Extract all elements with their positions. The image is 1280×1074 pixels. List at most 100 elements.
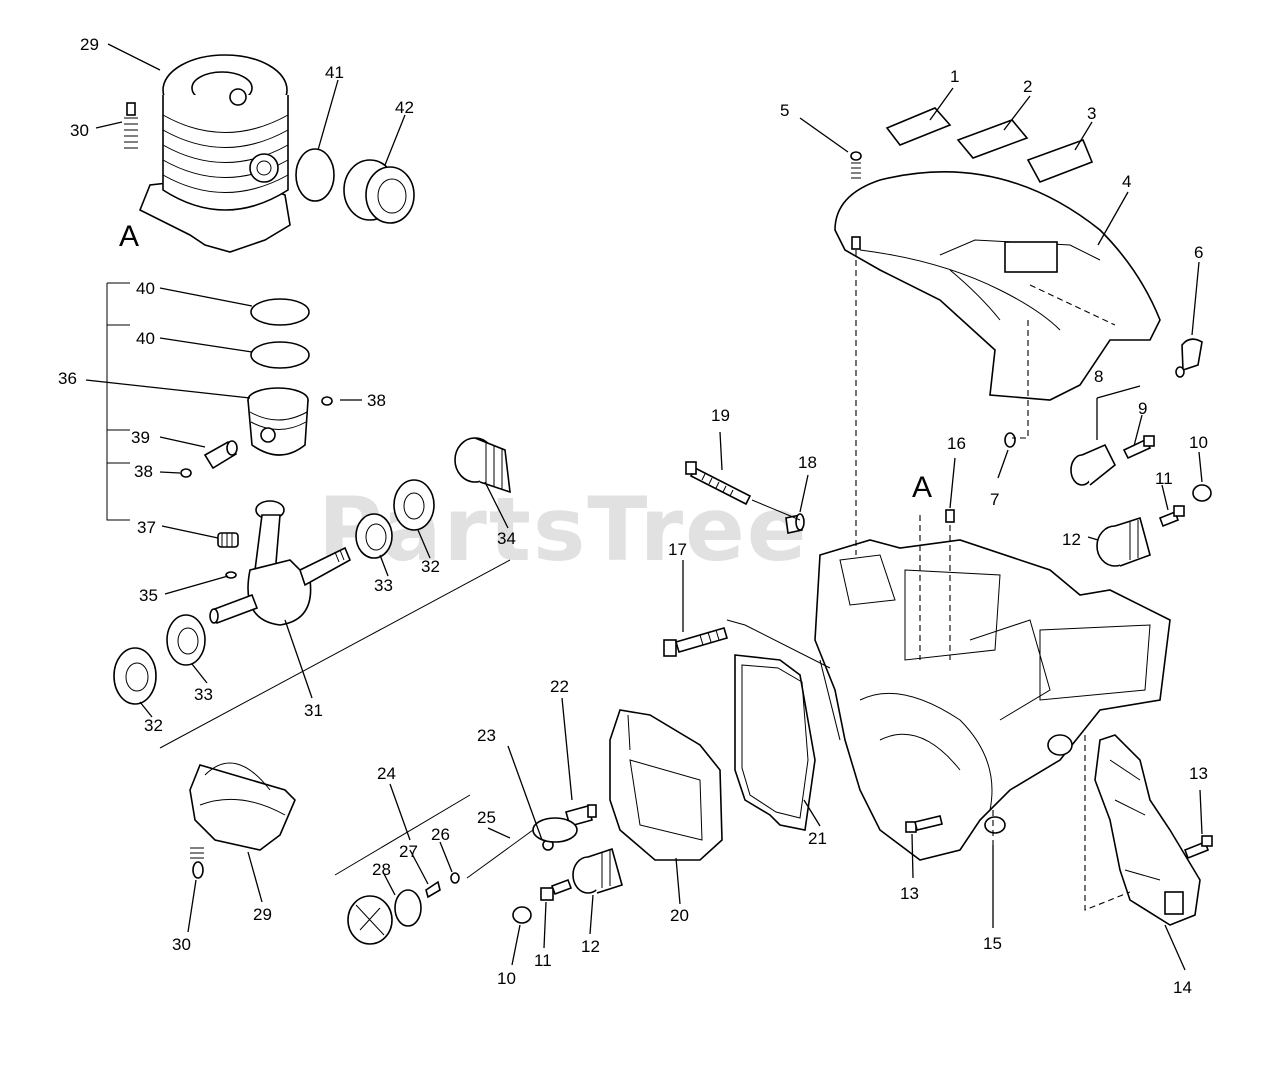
label-38b: 38: [134, 462, 153, 481]
label-30-bottom: 30: [172, 935, 191, 954]
label-22: 22: [550, 677, 569, 696]
label-23: 23: [477, 726, 496, 745]
label-40b: 40: [136, 329, 155, 348]
housing-20: [609, 709, 723, 861]
part-34: [454, 437, 511, 494]
screw-9: [1122, 435, 1155, 460]
group-bracket-piston: [106, 282, 130, 521]
gasket-41: [295, 148, 335, 202]
label-11-left: 11: [534, 951, 552, 970]
label-12-right: 12: [1062, 530, 1081, 549]
piston-ring-40b: [250, 341, 310, 369]
label-15: 15: [983, 934, 1002, 953]
circlip-38b: [180, 468, 192, 478]
label-34: 34: [497, 529, 516, 548]
gasket-21: [734, 654, 816, 831]
label-2: 2: [1023, 77, 1032, 96]
screw-5: [850, 151, 862, 250]
buffer-8: [1070, 443, 1117, 486]
bolt-17: [663, 627, 728, 657]
oring-28: [394, 889, 422, 927]
bracket-14: [1094, 734, 1201, 926]
part-25: [466, 817, 578, 879]
label-30-top: 30: [70, 121, 89, 140]
seal-32-left: [113, 647, 157, 705]
label-26: 26: [431, 825, 450, 844]
label-19: 19: [711, 406, 730, 425]
label-16: 16: [947, 434, 966, 453]
label-9: 9: [1138, 399, 1147, 418]
label-38a: 38: [367, 391, 386, 410]
label-18: 18: [798, 453, 817, 472]
piston-36: [247, 387, 309, 456]
label-4: 4: [1122, 172, 1131, 191]
screw-13-right: [1183, 835, 1213, 860]
screw-11-left: [540, 878, 573, 901]
crankcase-frame: [814, 539, 1171, 861]
label-28: 28: [372, 860, 391, 879]
label-10-right: 10: [1189, 433, 1208, 452]
label-1: [885, 107, 952, 146]
label-21: 21: [808, 829, 827, 848]
label-3: [1026, 138, 1094, 183]
label-29-bottom: 29: [253, 905, 272, 924]
label-37: 37: [137, 518, 156, 537]
label-33-left: 33: [194, 685, 213, 704]
cylinder: [138, 54, 291, 253]
dashed-alignment-lines: [726, 250, 1131, 911]
circlip-38a: [321, 396, 333, 406]
label-32-right: 32: [421, 557, 440, 576]
datum-letter-a-cylinder: A: [119, 220, 139, 253]
pump-24: [347, 895, 393, 945]
buffer-12-right: [1096, 516, 1151, 567]
label-13-left: 13: [900, 884, 919, 903]
label-32-left: 32: [144, 716, 163, 735]
label-33-right: 33: [374, 576, 393, 595]
pin-18: [785, 513, 805, 534]
washer-10-right: [1192, 484, 1212, 502]
label-31: 31: [304, 701, 323, 720]
label-29-top: 29: [80, 35, 99, 54]
label-6: 6: [1194, 243, 1203, 262]
spark-plug-30-top: [124, 102, 138, 149]
label-13-right: 13: [1189, 764, 1208, 783]
piston-ring-40a: [250, 298, 310, 326]
label-36: 36: [58, 369, 77, 388]
buffer-12-left: [572, 847, 623, 894]
key-35: [225, 571, 237, 579]
label-42: 42: [395, 98, 414, 117]
label-3: 3: [1087, 104, 1096, 123]
knob-6: [1175, 338, 1203, 378]
washer-10-left: [512, 906, 532, 924]
label-40a: 40: [136, 279, 155, 298]
needle-bearing-37: [217, 532, 239, 548]
group-line-crank: [159, 559, 511, 749]
part-7: [1004, 432, 1016, 448]
leader-lines: [85, 43, 1203, 971]
label-39: 39: [131, 428, 150, 447]
seal-32-right: [393, 479, 435, 531]
label-12-left: 12: [581, 937, 600, 956]
label-17: 17: [668, 540, 687, 559]
datum-letter-a-crankcase: A: [912, 471, 932, 504]
label-25: 25: [477, 808, 496, 827]
part-number-labels: 29 30 41 42 40 40 36 38 39 38 37 35 33 3…: [58, 35, 1208, 997]
part-42: [343, 159, 415, 224]
label-1: 1: [950, 67, 959, 86]
label-2: [956, 119, 1029, 159]
part-26: [450, 872, 460, 884]
screw-13-left: [905, 815, 943, 833]
label-5: 5: [780, 101, 789, 120]
label-24: 24: [377, 764, 396, 783]
top-cover-4: [834, 171, 1161, 401]
screw-11-right: [1158, 505, 1185, 528]
piston-pin-39: [203, 440, 238, 470]
label-27: 27: [399, 842, 418, 861]
part-16: [945, 509, 955, 523]
bearing-33-left: [166, 614, 206, 666]
label-35: 35: [139, 586, 158, 605]
group-line-pump: [334, 794, 471, 876]
label-11-right: 11: [1155, 469, 1173, 488]
